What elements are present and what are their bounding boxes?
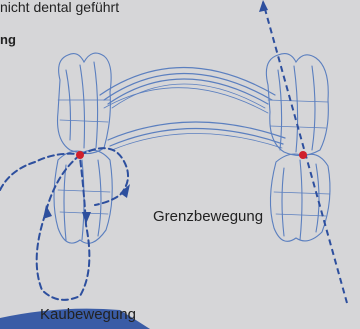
- caption-bold: ng: [0, 32, 16, 47]
- right-axis-arrowhead: [259, 0, 268, 12]
- lower-arch-sketch: [108, 122, 285, 150]
- kaubewegung-path: [0, 148, 128, 300]
- contact-point-left: [76, 151, 84, 159]
- upper-arch-sketch: [100, 68, 275, 114]
- label-kaubewegung: Kaubewegung: [40, 306, 136, 323]
- label-grenzbewegung: Grenzbewegung: [153, 208, 263, 225]
- contact-point-right: [299, 151, 307, 159]
- right-molar-sketch: [266, 54, 330, 242]
- caption-top: nicht dental geführt: [0, 0, 119, 15]
